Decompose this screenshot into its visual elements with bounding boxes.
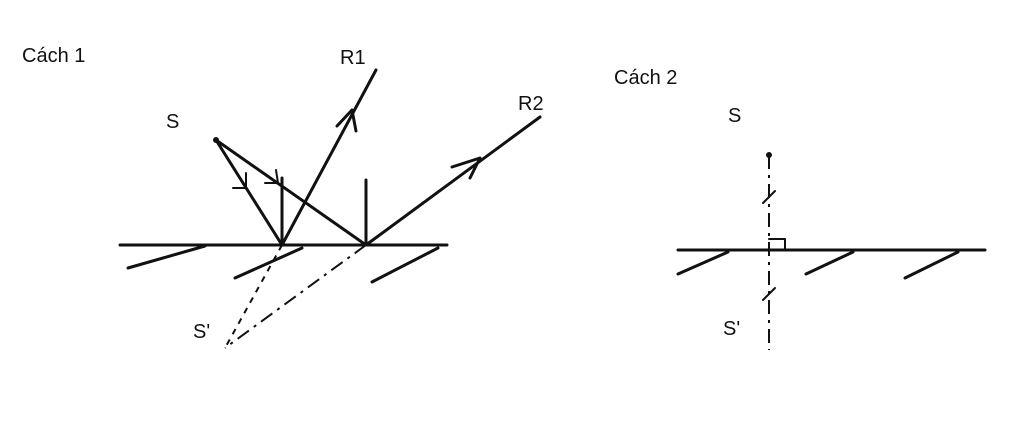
method2-equal-tick-lower [762, 287, 776, 301]
method1-diagram: Cách 1 S R1 R2 S' [22, 45, 544, 349]
method1-reflected-ray-2 [364, 115, 542, 247]
method1-incident-ray-2 [214, 138, 368, 247]
method2-mirror-hatch [676, 250, 730, 276]
method1-ray1-label: R1 [340, 47, 366, 69]
method1-extension-1 [224, 244, 283, 349]
method1-source-label: S [166, 111, 179, 133]
method1-image-label: S' [193, 321, 210, 343]
method1-mirror-hatch [126, 244, 207, 270]
method2-source-label: S [728, 105, 741, 127]
method1-reflected-arrow-1 [335, 108, 358, 133]
method1-incident-ray-1 [214, 138, 284, 247]
method1-mirror-hatch [370, 246, 440, 284]
method2-mirror-hatch [903, 250, 960, 280]
method1-title: Cách 1 [22, 45, 85, 67]
method2-image-label: S' [723, 318, 740, 340]
method2-mirror-hatch [804, 250, 855, 276]
method2-equal-tick-upper [762, 190, 776, 204]
method1-incident-arrow-1 [232, 172, 247, 189]
method1-ray2-label: R2 [518, 93, 544, 115]
method1-extension-2 [224, 244, 367, 349]
method1-reflected-arrow-2 [450, 156, 482, 180]
method2-diagram: Cách 2 S S' [614, 67, 987, 350]
method1-incident-arrow-2 [264, 169, 279, 184]
method2-right-angle-marker [768, 238, 786, 251]
method1-reflected-ray-1 [280, 68, 378, 247]
method1-mirror-hatch [233, 246, 304, 280]
method2-title: Cách 2 [614, 67, 677, 89]
